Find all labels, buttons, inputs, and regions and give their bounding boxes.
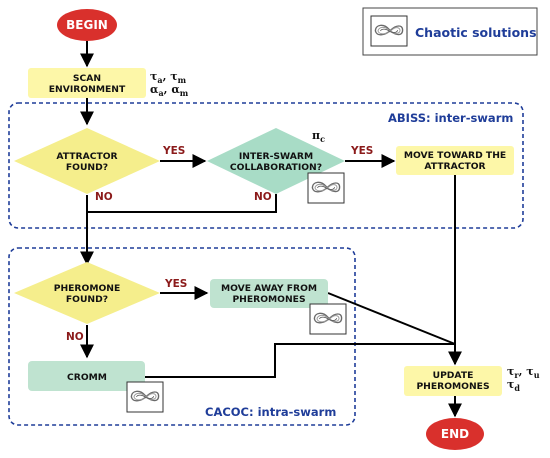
legend-icon-frame <box>370 15 408 47</box>
yes-label-pheromone: YES <box>164 278 187 290</box>
param-tau-a: τ <box>150 70 157 83</box>
update-pheromones-node <box>404 366 502 396</box>
abiss-region <box>8 102 524 229</box>
edge-cromm-update <box>145 343 455 378</box>
collab-label-line2: COLLABORATION? <box>230 162 322 173</box>
cacoc-region-label: CACOC: intra-swarm <box>205 405 336 419</box>
svg-text:τd: τd <box>507 378 520 393</box>
end-terminal <box>426 418 484 450</box>
scan-environment-node <box>28 68 146 98</box>
move-away-label-line1: MOVE AWAY FROM <box>221 283 317 294</box>
cacoc-region <box>8 247 356 426</box>
cromm-label: CROMM <box>67 372 107 383</box>
scan-label-line2: ENVIRONMENT <box>49 84 126 95</box>
update-label-line1: UPDATE <box>433 370 474 381</box>
pheromone-label-line2: FOUND? <box>66 294 108 305</box>
edge-move-away-update <box>327 292 456 345</box>
param-tau-m: τ <box>170 70 177 83</box>
svg-text:τa, τm: τa, τm <box>150 70 187 85</box>
move-toward-label-line1: MOVE TOWARD THE <box>404 150 506 161</box>
no-label-pheromone: NO <box>66 331 84 343</box>
end-label: END <box>441 427 469 441</box>
abiss-region-label: ABISS: inter-swarm <box>388 111 513 125</box>
param-alpha-m: α <box>171 83 180 96</box>
begin-label: BEGIN <box>66 18 108 32</box>
pheromone-label-line1: PHEROMONE <box>54 283 121 294</box>
edge-collab-no <box>87 194 277 213</box>
no-label-attractor: NO <box>95 191 113 203</box>
attractor-found-decision <box>14 128 160 194</box>
attractor-label-line1: ATTRACTOR <box>56 151 117 162</box>
yes-label-attractor: YES <box>162 145 185 157</box>
param-tau-d: τ <box>507 378 514 391</box>
move-toward-attractor-node <box>396 146 514 175</box>
cromm-node <box>28 361 145 391</box>
yes-label-collab: YES <box>350 145 373 157</box>
collab-label-line1: INTER-SWARM <box>239 151 313 162</box>
update-params: τr, τu τd <box>507 365 540 393</box>
move-away-label-line2: PHEROMONES <box>232 294 305 305</box>
svg-text:αa, αm: αa, αm <box>150 83 189 98</box>
attractor-label-line2: FOUND? <box>66 162 108 173</box>
scan-params: τa, τm αa, αm <box>150 70 189 98</box>
move-toward-label-line2: ATTRACTOR <box>424 161 485 172</box>
begin-terminal <box>57 9 117 41</box>
param-tau-u: τ <box>526 365 533 378</box>
move-away-pheromones-node <box>210 279 328 308</box>
svg-text:τr, τu: τr, τu <box>507 365 540 380</box>
param-alpha-a: α <box>150 83 159 96</box>
legend-label: Chaotic solutions <box>415 25 537 40</box>
pheromone-found-decision <box>14 262 160 324</box>
param-tau-r: τ <box>507 365 514 378</box>
param-pi-c: πc <box>312 129 325 144</box>
no-label-collab: NO <box>254 191 272 203</box>
update-label-line2: PHEROMONES <box>416 381 489 392</box>
scan-label-line1: SCAN <box>73 73 101 84</box>
